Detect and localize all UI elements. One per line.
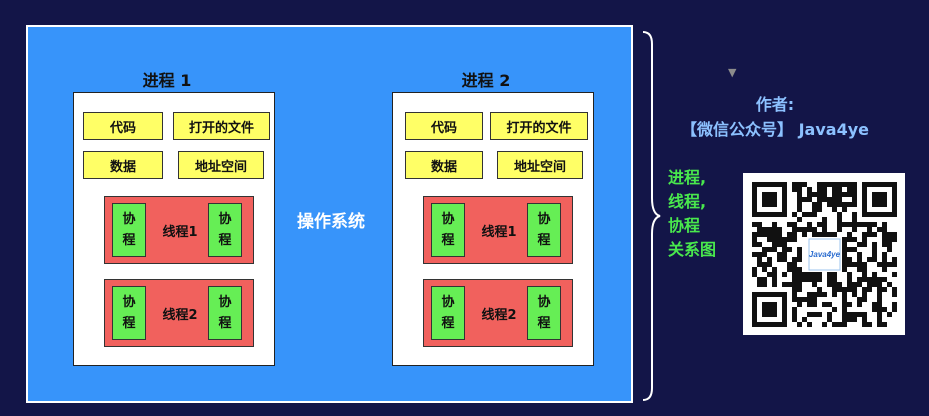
resource-code: 代码 bbox=[83, 112, 163, 140]
coroutine-char: 协 bbox=[441, 295, 455, 310]
thread-1: 协 程 线程1 协 程 bbox=[104, 196, 254, 264]
resource-data: 数据 bbox=[83, 151, 163, 179]
coroutine-char: 协 bbox=[537, 295, 551, 310]
coroutine-char: 程 bbox=[537, 233, 551, 248]
coroutine-char: 协 bbox=[537, 212, 551, 227]
qr-code-image: Java4ye bbox=[752, 182, 897, 327]
process-1-title: 进程 1 bbox=[142, 71, 192, 90]
coroutine-char: 协 bbox=[441, 212, 455, 227]
thread-label: 线程2 bbox=[162, 308, 198, 323]
qr-logo bbox=[808, 238, 841, 271]
coroutine-char: 程 bbox=[441, 233, 455, 248]
thread-label: 线程1 bbox=[481, 225, 517, 240]
coroutine-box: 协 程 bbox=[431, 286, 465, 340]
process-2-box: 代码 打开的文件 数据 地址空间 协 程 线程1 协 程 协 程 线程2 协 程 bbox=[392, 92, 594, 366]
author-block: 作者: 【微信公众号】 Java4ye bbox=[655, 92, 895, 142]
cursor-icon: ▼ bbox=[728, 66, 737, 79]
thread-label: 线程2 bbox=[481, 308, 517, 323]
resource-address-space: 地址空间 bbox=[497, 151, 583, 179]
coroutine-char: 协 bbox=[218, 295, 232, 310]
coroutine-box: 协 程 bbox=[208, 286, 242, 340]
coroutine-box: 协 程 bbox=[527, 203, 561, 257]
process-1-box: 代码 打开的文件 数据 地址空间 协 程 线程1 协 程 协 程 线程2 协 程 bbox=[73, 92, 275, 366]
relation-line: 线程, bbox=[668, 192, 707, 211]
relation-line: 进程, bbox=[668, 168, 707, 187]
coroutine-box: 协 程 bbox=[112, 203, 146, 257]
coroutine-char: 程 bbox=[537, 316, 551, 331]
relation-line: 协程 bbox=[668, 216, 701, 235]
coroutine-box: 协 程 bbox=[527, 286, 561, 340]
coroutine-char: 程 bbox=[122, 316, 136, 331]
thread-label: 线程1 bbox=[162, 225, 198, 240]
coroutine-char: 程 bbox=[122, 233, 136, 248]
curly-brace-icon bbox=[642, 31, 661, 401]
resource-code: 代码 bbox=[405, 112, 483, 140]
coroutine-char: 协 bbox=[122, 295, 136, 310]
resource-open-files: 打开的文件 bbox=[490, 112, 588, 140]
relation-caption: 进程, 线程, 协程 关系图 bbox=[668, 166, 740, 262]
thread-2: 协 程 线程2 协 程 bbox=[104, 279, 254, 347]
relation-line: 关系图 bbox=[668, 240, 717, 259]
thread-2: 协 程 线程2 协 程 bbox=[423, 279, 573, 347]
resource-open-files: 打开的文件 bbox=[173, 112, 270, 140]
coroutine-char: 程 bbox=[441, 316, 455, 331]
thread-1: 协 程 线程1 协 程 bbox=[423, 196, 573, 264]
process-2-title: 进程 2 bbox=[461, 71, 511, 90]
coroutine-box: 协 程 bbox=[112, 286, 146, 340]
coroutine-char: 程 bbox=[218, 233, 232, 248]
os-label: 操作系统 bbox=[297, 212, 365, 232]
coroutine-char: 协 bbox=[218, 212, 232, 227]
coroutine-char: 程 bbox=[218, 316, 232, 331]
qr-code: Java4ye bbox=[743, 173, 905, 335]
coroutine-box: 协 程 bbox=[431, 203, 465, 257]
author-wechat: 【微信公众号】 Java4ye bbox=[681, 120, 869, 139]
coroutine-char: 协 bbox=[122, 212, 136, 227]
resource-address-space: 地址空间 bbox=[178, 151, 264, 179]
qr-logo-text: Java4ye bbox=[809, 250, 841, 259]
operating-system-box: 操作系统 进程 1 代码 打开的文件 数据 地址空间 协 程 线程1 协 程 协… bbox=[26, 25, 633, 403]
author-label: 作者: bbox=[755, 95, 795, 114]
coroutine-box: 协 程 bbox=[208, 203, 242, 257]
resource-data: 数据 bbox=[405, 151, 483, 179]
